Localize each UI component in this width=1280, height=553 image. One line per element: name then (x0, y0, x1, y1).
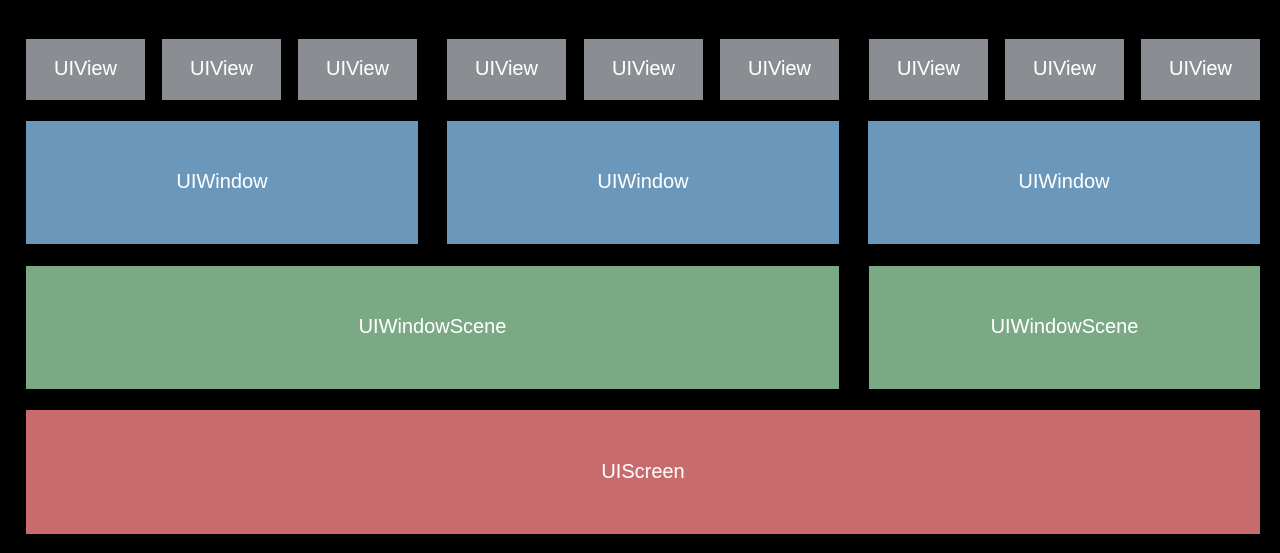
uiview-box-7: UIView (869, 39, 988, 100)
uiwindow-box-1: UIWindow (26, 121, 418, 244)
uiview-box-5: UIView (584, 39, 703, 100)
uiview-box-2: UIView (162, 39, 281, 100)
uiscreen-box: UIScreen (26, 410, 1260, 534)
uiwindow-box-3: UIWindow (868, 121, 1260, 244)
uiview-box-6: UIView (720, 39, 839, 100)
uiwindowscene-box-2: UIWindowScene (869, 266, 1260, 389)
uiview-box-1: UIView (26, 39, 145, 100)
uiwindowscene-box-1: UIWindowScene (26, 266, 839, 389)
uiview-box-4: UIView (447, 39, 566, 100)
uiwindow-box-2: UIWindow (447, 121, 839, 244)
uiview-box-3: UIView (298, 39, 417, 100)
uiview-box-9: UIView (1141, 39, 1260, 100)
uiview-box-8: UIView (1005, 39, 1124, 100)
